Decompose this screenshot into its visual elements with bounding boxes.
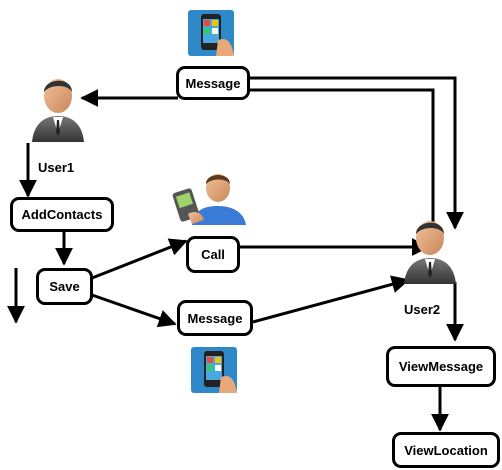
arrow-save-to-message: [91, 293, 177, 328]
call-node[interactable]: Call: [186, 236, 240, 273]
message-node-mid[interactable]: Message: [177, 300, 253, 336]
phone-message-icon: [191, 347, 237, 393]
arrow-message-to-user2: [248, 76, 464, 230]
arrow-user2-to-user1: [250, 88, 435, 226]
arrow-message-to-user2-mid: [252, 275, 410, 324]
user-with-phone-icon: [172, 174, 246, 225]
user-icon: [404, 221, 456, 284]
arrow-save-to-call: [91, 238, 188, 280]
phone-message-icon: [188, 10, 234, 56]
message-node-top[interactable]: Message: [176, 66, 250, 100]
user-icon: [32, 79, 84, 142]
save-node[interactable]: Save: [36, 268, 93, 305]
user1-label: User1: [38, 160, 75, 175]
view-location-node[interactable]: ViewLocation: [392, 432, 500, 468]
view-message-node[interactable]: ViewMessage: [386, 346, 496, 387]
user2-label: User2: [404, 302, 441, 317]
add-contacts-node[interactable]: AddContacts: [10, 197, 114, 232]
